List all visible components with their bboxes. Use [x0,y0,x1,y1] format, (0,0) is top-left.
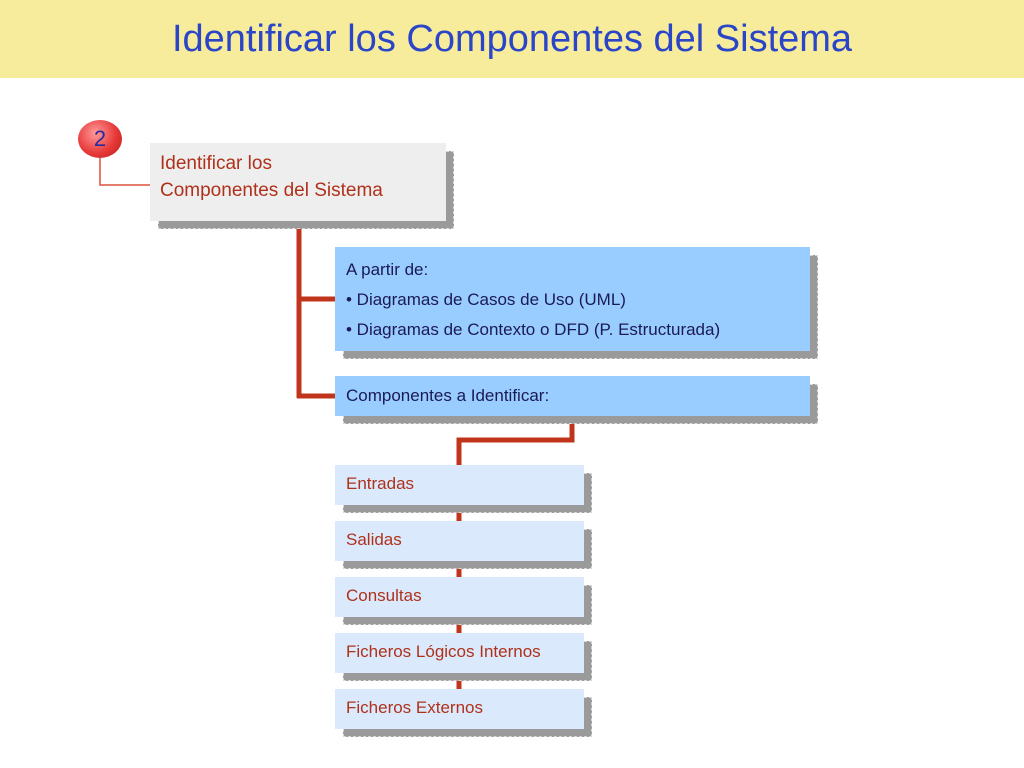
component-label: Ficheros Externos [335,689,584,729]
component-item-ficheros-externos: Ficheros Externos [335,689,592,737]
component-item-salidas: Salidas [335,521,592,569]
badge-connector [99,158,150,186]
source-heading: A partir de: [346,260,429,279]
source-bullet: • Diagramas de Contexto o DFD (P. Estruc… [346,320,721,339]
component-label: Consultas [335,577,584,617]
main-topic-line-1: Identificar los [160,153,272,174]
components-header-label: Componentes a Identificar: [335,376,810,416]
component-item-ficheros-logicos-internos: Ficheros Lógicos Internos [335,633,592,681]
components-drop-line [456,416,575,465]
main-topic-box: Identificar los Componentes del Sistema [150,143,454,229]
main-topic-face: Identificar los Componentes del Sistema [150,143,446,221]
title-bar: Identificar los Componentes del Sistema [0,0,1024,78]
source-info-box: A partir de: • Diagramas de Casos de Uso… [335,247,818,359]
component-item-entradas: Entradas [335,465,592,513]
main-topic-line-2: Componentes del Sistema [160,180,383,201]
component-label: Entradas [335,465,584,505]
step-number-badge: 2 [78,120,122,158]
component-label: Salidas [335,521,584,561]
component-item-consultas: Consultas [335,577,592,625]
components-header-box: Componentes a Identificar: [335,376,818,424]
component-label: Ficheros Lógicos Internos [335,633,584,673]
source-info-face: A partir de: • Diagramas de Casos de Uso… [335,247,810,351]
source-bullet: • Diagramas de Casos de Uso (UML) [346,290,626,309]
slide-title: Identificar los Componentes del Sistema [171,18,853,60]
